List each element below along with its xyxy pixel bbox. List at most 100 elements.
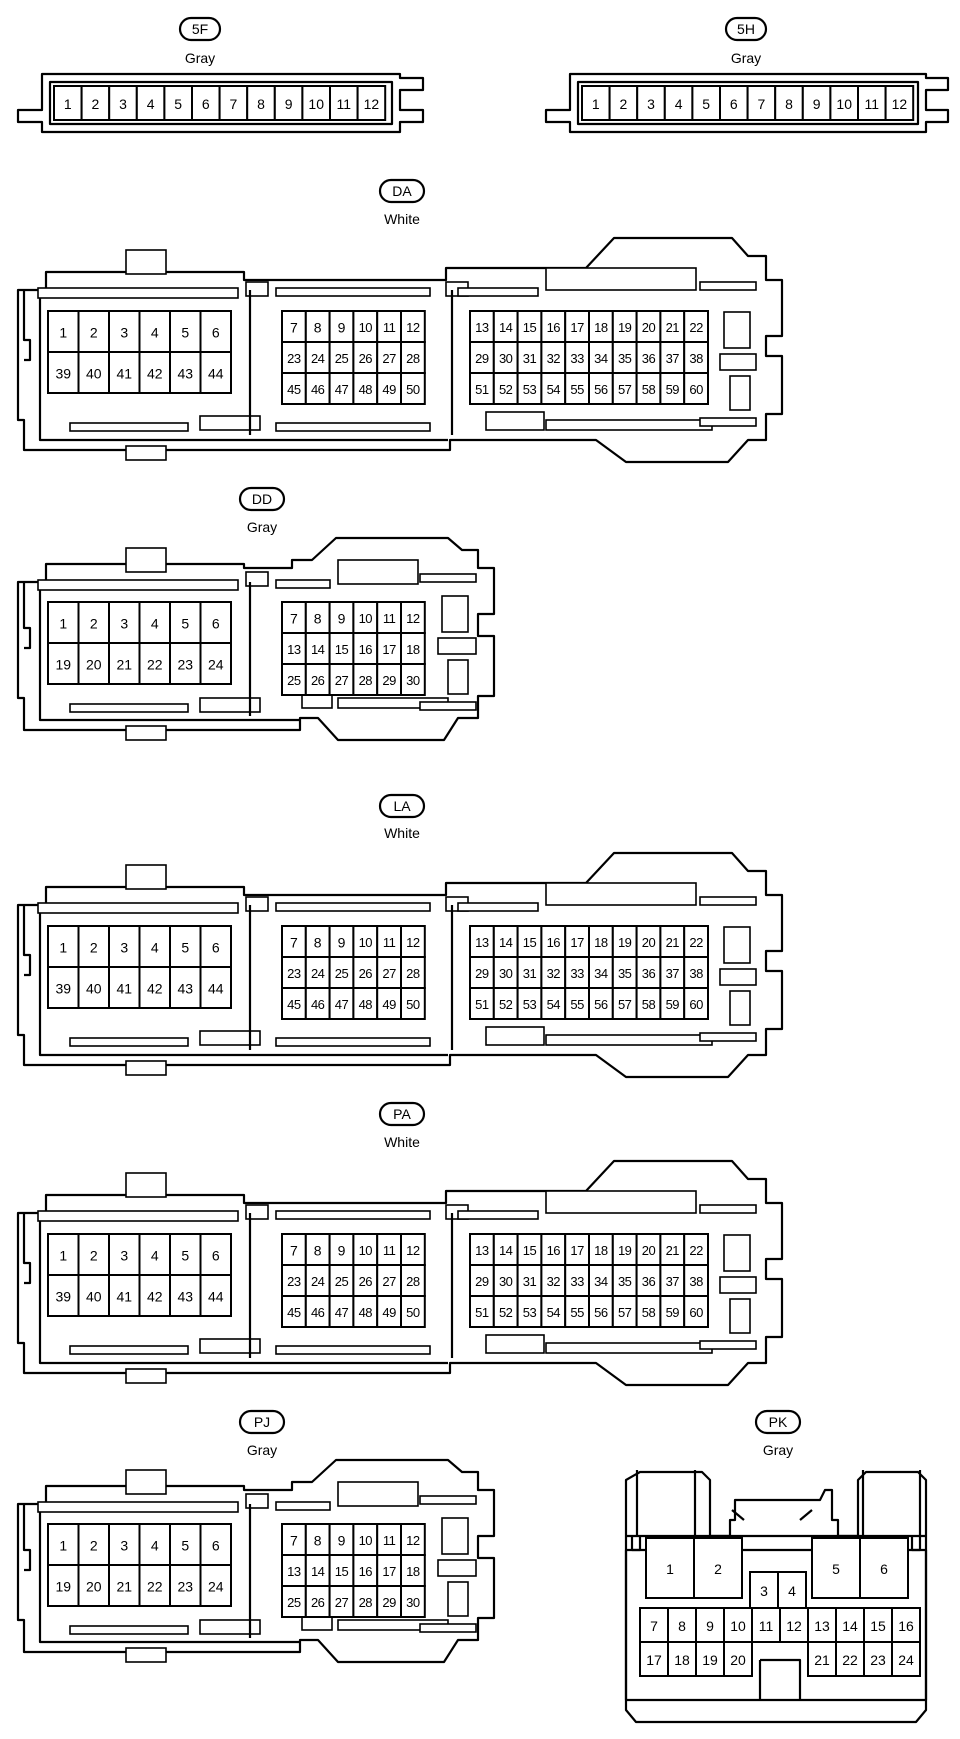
connector-PK-pin-21-label: 21 [814,1652,830,1668]
connector-5H-pin-4-label: 4 [675,96,683,112]
connector-DD-pin-5: 5 [169,601,202,644]
connector-5H-pin-11-cell [857,85,887,121]
connector-DA-side-rail-bottom [699,417,757,427]
connector-DA-pin-14: 14 [492,310,519,343]
connector-PA-pin-30-label: 30 [499,1274,513,1289]
connector-PA-pin-19: 19 [611,1233,638,1266]
connector-DD-side-key-2 [437,637,477,655]
connector-LA-pin-58-label: 58 [642,997,656,1012]
connector-DA-pin-22-label: 22 [689,320,703,335]
connector-PA-pin-39-label: 39 [55,1289,71,1305]
connector-PK-pin-11-label: 11 [759,1618,774,1634]
connector-5F-pin-1: 1 [53,85,83,121]
connector-DA-housing [16,236,784,464]
connector-LA-pin-13: 13 [469,925,495,958]
connector-DA-pin-56: 56 [588,372,614,405]
connector-PJ-left-notch [22,1504,32,1572]
connector-DD-pin-26-label: 26 [311,673,325,688]
connector-PA-pin-41-label: 41 [116,1289,132,1305]
connector-PJ-pin-18: 18 [400,1554,426,1587]
connector-PA-side-key-2 [719,1276,757,1294]
connector-PA-pin-22: 22 [683,1233,710,1266]
connector-5F-color: Gray [185,50,215,66]
connector-PJ-pin-3-cell [108,1523,141,1566]
connector-PA-pin-48: 48 [352,1295,379,1328]
connector-DA-pin-19-label: 19 [618,320,632,335]
connector-PJ-pin-15-label: 15 [335,1564,349,1579]
connector-5H-pin-1-label: 1 [592,96,600,112]
connector-LA-pin-19-label: 19 [618,935,632,950]
connector-5F-pin-5-label: 5 [174,96,182,112]
connector-DD-pin-22: 22 [138,642,171,685]
connector-5F-pin-3-label: 3 [119,96,127,112]
connector-LA-top-rail-left [37,902,239,914]
connector-5H-pin-8-cell [774,85,804,121]
connector-PA-pin-28-label: 28 [406,1274,420,1289]
connector-LA-housing [16,851,784,1079]
connector-PJ-pin-13-label: 13 [287,1564,301,1579]
connector-DD-pin-17: 17 [376,632,403,665]
connector-PA-bottom-tab [125,1368,167,1384]
connector-DD-pin-26: 26 [304,663,331,696]
connector-LA-side-rail-top [699,896,757,906]
connector-DA-pin-16-label: 16 [547,320,561,335]
connector-PA-pin-45: 45 [281,1295,307,1328]
connector-PJ-pin-1-label: 1 [59,1538,67,1554]
connector-PA-pin-30: 30 [492,1264,519,1297]
connector-DA-pin-55-label: 55 [570,382,584,397]
connector-DD-pin-6: 6 [199,601,232,644]
connector-PA-pin-60-cell [683,1295,710,1328]
connector-DA-pin-26: 26 [352,341,379,374]
connector-PK-pin-3: 3 [749,1571,779,1609]
connector-DD-pin-8: 8 [304,601,331,634]
connector-PA-pin-23-label: 23 [287,1274,301,1289]
connector-DA-pin-10: 10 [352,310,379,343]
connector-LA-pin-33: 33 [564,956,591,989]
connector-PA-pin-31: 31 [516,1264,543,1297]
connector-PJ-top-rail-mid [275,1501,331,1511]
connector-LA-pin-47-label: 47 [335,997,349,1012]
connector-PA-pin-15-label: 15 [523,1243,537,1258]
connector-5F-pin-6: 6 [191,85,221,121]
connector-DD-side-rail-top [419,573,477,583]
connector-DA-pin-25-label: 25 [335,351,349,366]
connector-DA-side-key-3 [729,375,751,411]
connector-PK-pin-14: 14 [835,1607,865,1643]
connector-PK-pin-16-label: 16 [898,1618,914,1634]
connector-PJ-top-latch [245,1493,269,1509]
connector-PK-pin-13-label: 13 [814,1618,830,1634]
connector-PJ-pin-27-label: 27 [335,1595,349,1610]
connector-PJ-side-key-2 [437,1559,477,1577]
connector-DD-pin-18-label: 18 [406,642,420,657]
connector-LA-pin-33-label: 33 [570,966,584,981]
connector-5H-inner [576,80,920,126]
connector-PA-pin-58: 58 [635,1295,662,1328]
connector-DA-pin-12: 12 [400,310,426,343]
connector-PA-pin-5-label: 5 [181,1248,189,1264]
connector-LA-top-tab [125,864,167,890]
connector-DA-pin-2: 2 [77,310,110,353]
connector-PA-side-rail-bottom [699,1340,757,1350]
connector-LA-pin-16-label: 16 [547,935,561,950]
connector-PA-pin-4: 4 [138,1233,171,1276]
connector-PJ-pin-5-label: 5 [181,1538,189,1554]
connector-DA-top-rail-mid [275,287,431,297]
connector-LA-pin-38-label: 38 [689,966,703,981]
connector-PJ-top-tab [125,1469,167,1495]
connector-LA-pin-32: 32 [540,956,567,989]
connector-PK-id: PK [769,1414,788,1430]
connector-DD-pin-10: 10 [352,601,379,634]
connector-PA-pin-50-label: 50 [406,1305,420,1320]
connector-PJ-pin-17-label: 17 [382,1564,396,1579]
connector-PA-top-ledge [545,1190,697,1214]
connector-PJ-pin-5-cell [169,1523,202,1566]
connector-DA-pin-45: 45 [281,372,307,405]
connector-LA-pin-2: 2 [77,925,110,968]
connector-PA-pin-38: 38 [683,1264,710,1297]
connector-DA-pin-50-label: 50 [406,382,420,397]
connector-5H-pin-3-label: 3 [647,96,655,112]
connector-LA-pin-36: 36 [635,956,662,989]
connector-DD-side-key-1 [441,595,469,633]
connector-LA-pin-11-label: 11 [383,935,396,950]
